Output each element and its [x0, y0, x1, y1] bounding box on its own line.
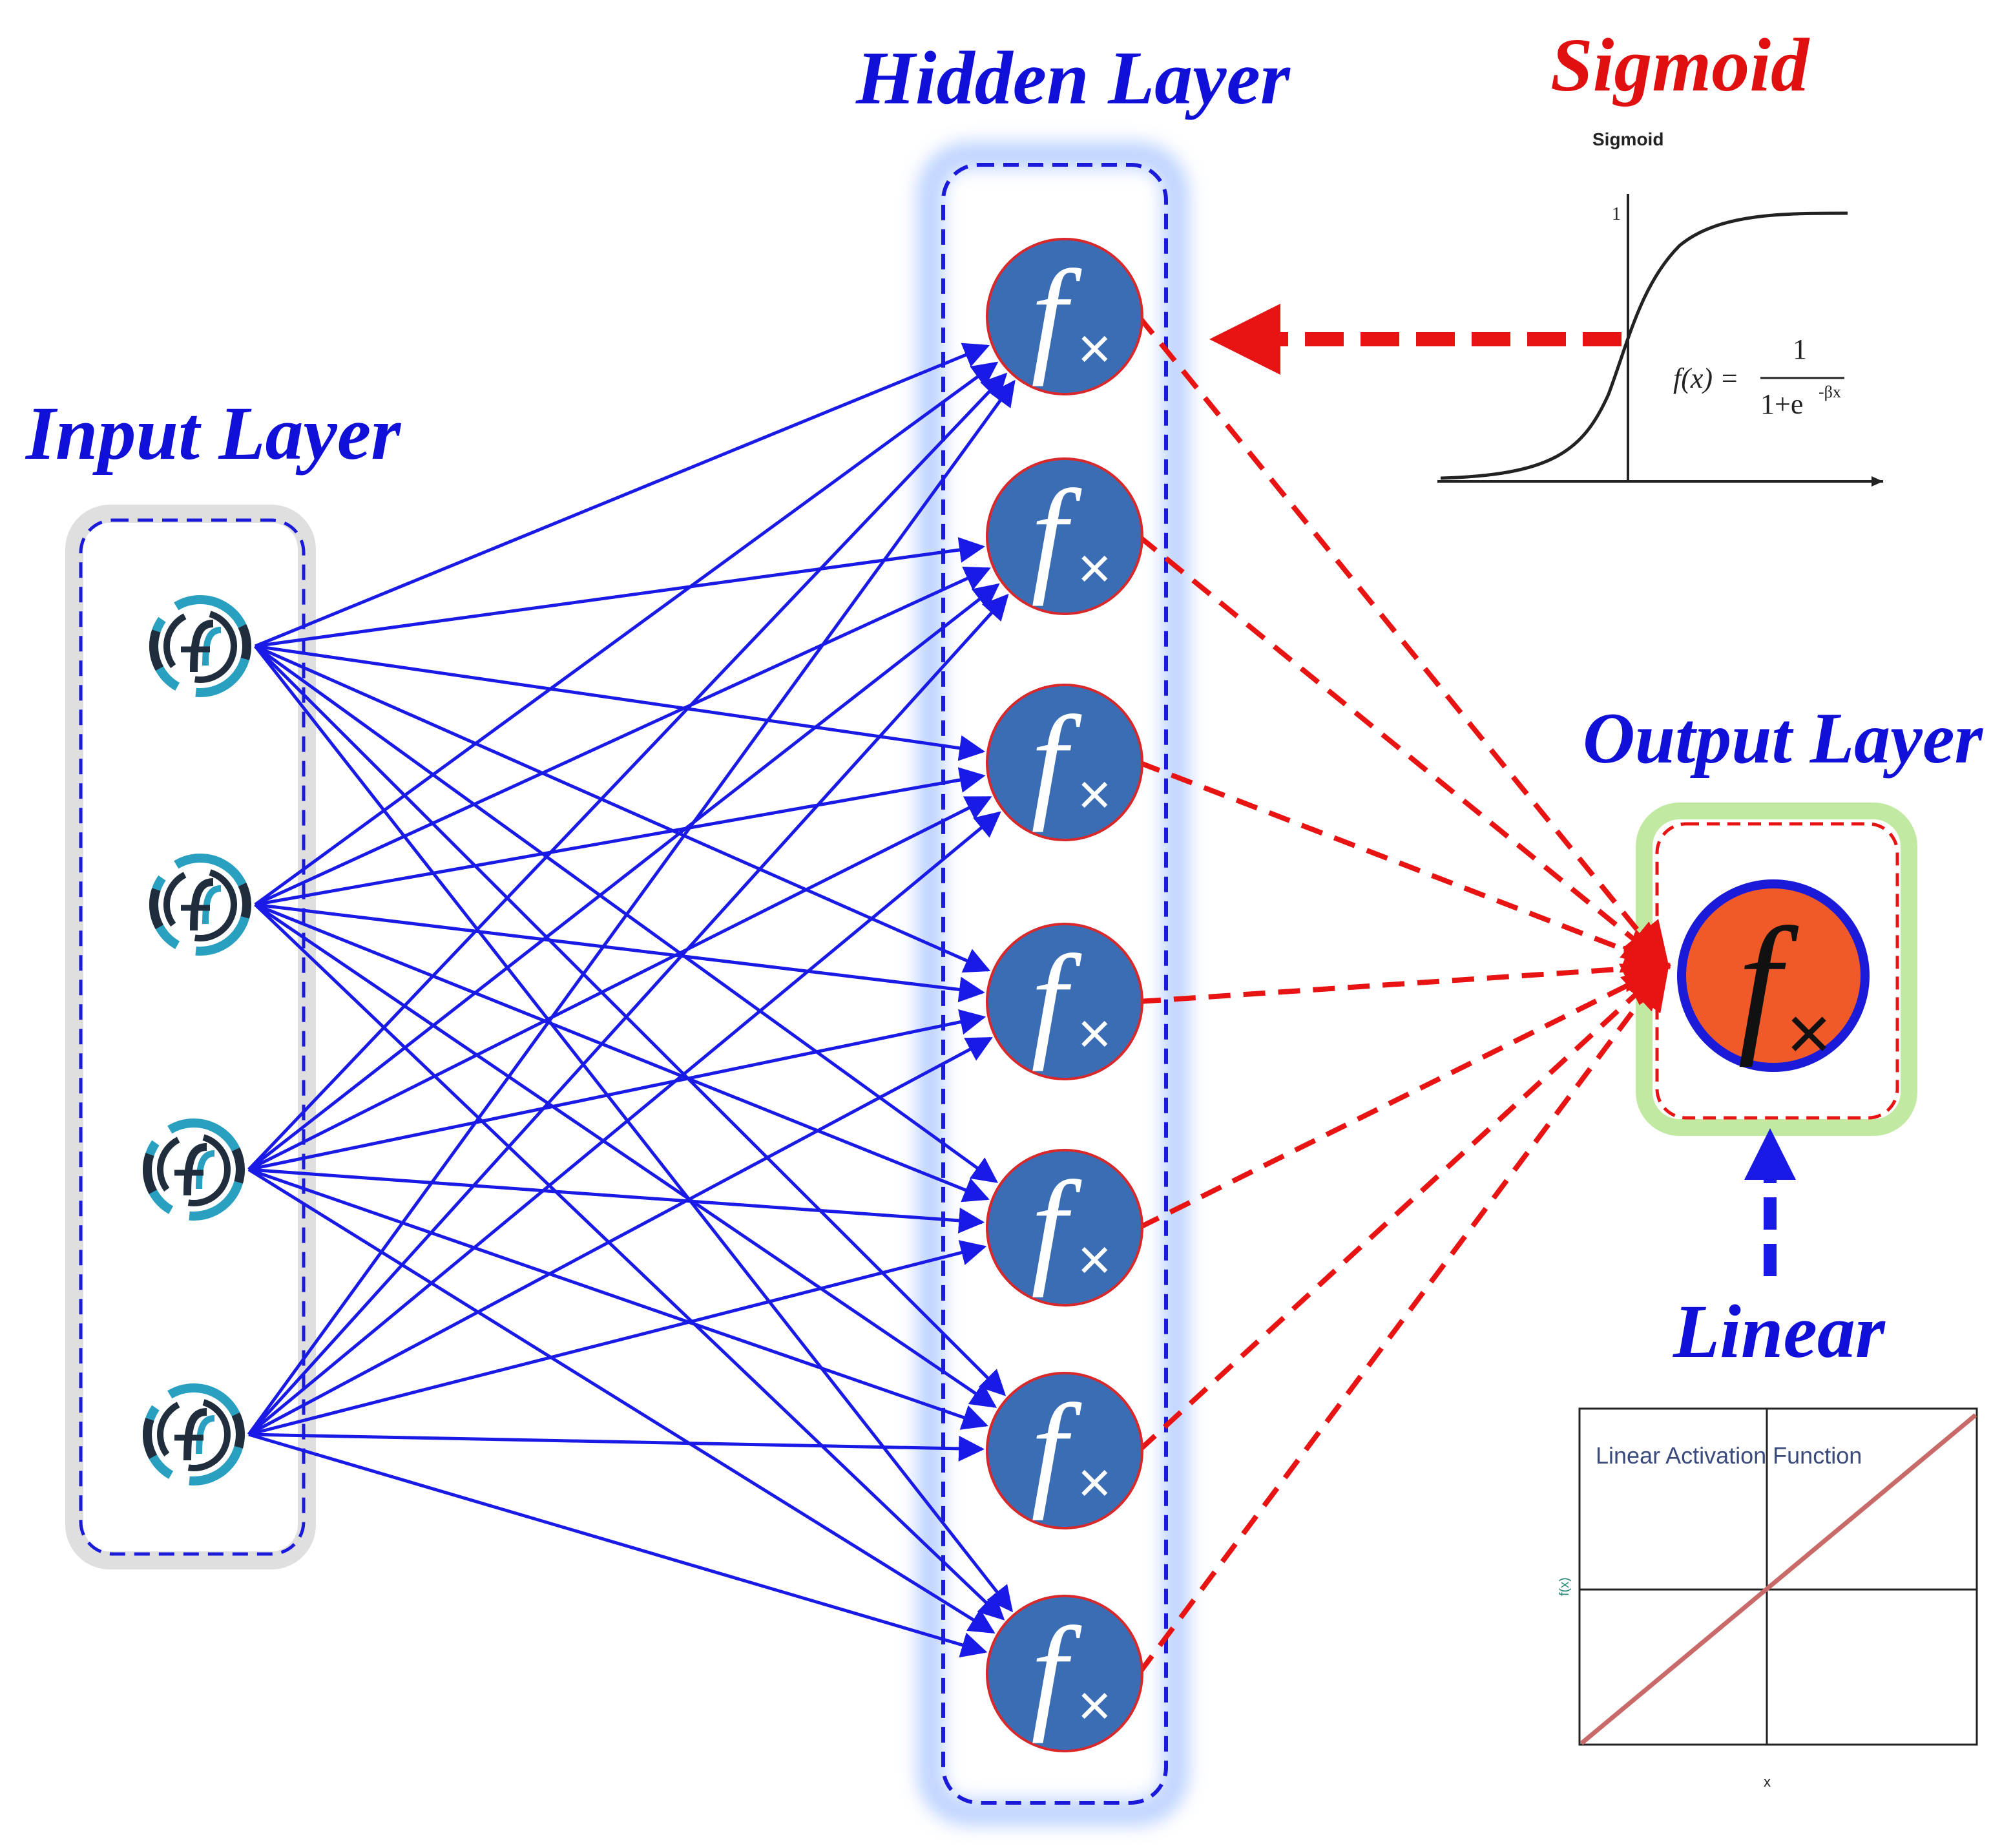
hidden-node: f× [986, 1595, 1143, 1752]
edge-input1-hidden3 [255, 644, 986, 761]
edge-input3-hidden7 [247, 1168, 996, 1634]
formula-lhs: f(x) = [1673, 362, 1739, 394]
edge-hidden4-output [1138, 945, 1672, 1004]
hidden-node-x: × [1078, 1451, 1112, 1515]
hidden-node-x: × [1078, 1674, 1112, 1738]
input-node-icon [149, 854, 251, 956]
edge-input2-hidden1 [254, 361, 999, 907]
edge-input3-hidden5 [248, 1168, 985, 1234]
edge-hidden1-output [1136, 315, 1670, 970]
fx-icon [986, 1372, 1143, 1529]
linear-y-label: f(x) [1558, 1577, 1572, 1596]
input-node-icon [143, 1118, 245, 1221]
formula-denominator: 1+e [1760, 388, 1803, 420]
fx-icon [986, 1595, 1143, 1752]
formula-exponent: -βx [1819, 383, 1841, 401]
edge-input3-hidden2 [247, 583, 1000, 1171]
fx-icon [986, 923, 1143, 1080]
hidden-node: f× [986, 684, 1143, 841]
edge-hidden6-output [1137, 963, 1671, 1453]
hidden-node: f× [986, 1372, 1143, 1529]
input-node-icon [143, 1383, 245, 1486]
sigmoid-y-tick: 1 [1612, 204, 1621, 224]
edge-input1-hidden1 [255, 342, 990, 648]
fx-icon [986, 1149, 1143, 1307]
hidden-node: f× [986, 457, 1143, 615]
edge-input4-hidden1 [247, 379, 1016, 1436]
linear-x-label: x [1764, 1774, 1771, 1790]
linear-plot-title: Linear Activation Function [1596, 1442, 1862, 1469]
edge-input3-hidden3 [247, 795, 992, 1171]
input-layer-title: Input Layer [25, 391, 401, 476]
edge-input2-hidden5 [255, 903, 990, 1202]
hidden-node: f× [986, 1149, 1143, 1307]
edge-input4-hidden4 [247, 1036, 993, 1436]
edge-input2-hidden4 [255, 903, 985, 1003]
edge-input2-hidden3 [255, 767, 986, 907]
edge-input4-hidden7 [248, 1433, 988, 1658]
sigmoid-formula: f(x) = 1 1+e -βx [1673, 333, 1844, 420]
edge-input2-hidden6 [254, 903, 997, 1408]
output-layer-title: Output Layer [1583, 698, 1984, 779]
edge-input1-hidden4 [254, 644, 991, 973]
edge-input4-hidden5 [248, 1240, 987, 1436]
edge-hidden5-output [1138, 963, 1671, 1230]
hidden-layer-container [917, 142, 1189, 1825]
edge-input4-hidden6 [248, 1433, 985, 1462]
sigmoid-title: Sigmoid [1550, 23, 1810, 107]
edge-input2-hidden2 [254, 566, 991, 907]
hidden-node-x: × [1078, 317, 1112, 381]
edge-input1-hidden7 [254, 645, 1014, 1613]
fx-icon [986, 238, 1143, 395]
edge-input3-hidden4 [248, 1009, 986, 1171]
hidden-node: f× [986, 923, 1143, 1080]
output-node: f × [1677, 879, 1870, 1076]
fx-icon [986, 684, 1143, 841]
edge-input4-hidden2 [247, 593, 1009, 1436]
hidden-node: f× [986, 238, 1143, 395]
hidden-node-x: × [1078, 762, 1112, 827]
hidden-node-x: × [1078, 1002, 1112, 1066]
sigmoid-plot-title: Sigmoid [1592, 129, 1663, 149]
edge-input1-hidden6 [254, 645, 1006, 1396]
hidden-nodes: f× f× f× f× f× f× f× [986, 238, 1143, 1752]
output-node-x: × [1786, 990, 1831, 1076]
fx-icon [986, 457, 1143, 615]
formula-numerator: 1 [1793, 333, 1807, 365]
edge-input1-hidden2 [255, 537, 985, 648]
hidden-to-output-edges [1136, 315, 1672, 1675]
edge-input3-hidden1 [247, 372, 1008, 1171]
linear-line [1580, 1413, 1977, 1745]
linear-title: Linear [1673, 1289, 1886, 1374]
linear-plot: Linear Activation Function x f(x) [1558, 1407, 1978, 1790]
edge-input3-hidden6 [248, 1168, 988, 1430]
hidden-layer-title: Hidden Layer [855, 36, 1291, 120]
input-node-icon [149, 595, 251, 697]
edge-input2-hidden7 [254, 903, 1005, 1621]
sigmoid-curve [1440, 211, 1848, 480]
edge-hidden2-output [1137, 534, 1671, 969]
input-layer-container [65, 505, 316, 1570]
hidden-node-x: × [1078, 1228, 1112, 1292]
input-to-hidden-edges [247, 342, 1016, 1658]
edge-hidden7-output [1136, 962, 1670, 1675]
input-nodes [143, 595, 251, 1486]
hidden-node-x: × [1078, 536, 1112, 601]
edge-input4-hidden3 [247, 811, 1001, 1436]
edge-hidden3-output [1138, 760, 1671, 973]
sigmoid-plot: Sigmoid 1 f(x) = 1 1+e -βx [1437, 129, 1883, 487]
